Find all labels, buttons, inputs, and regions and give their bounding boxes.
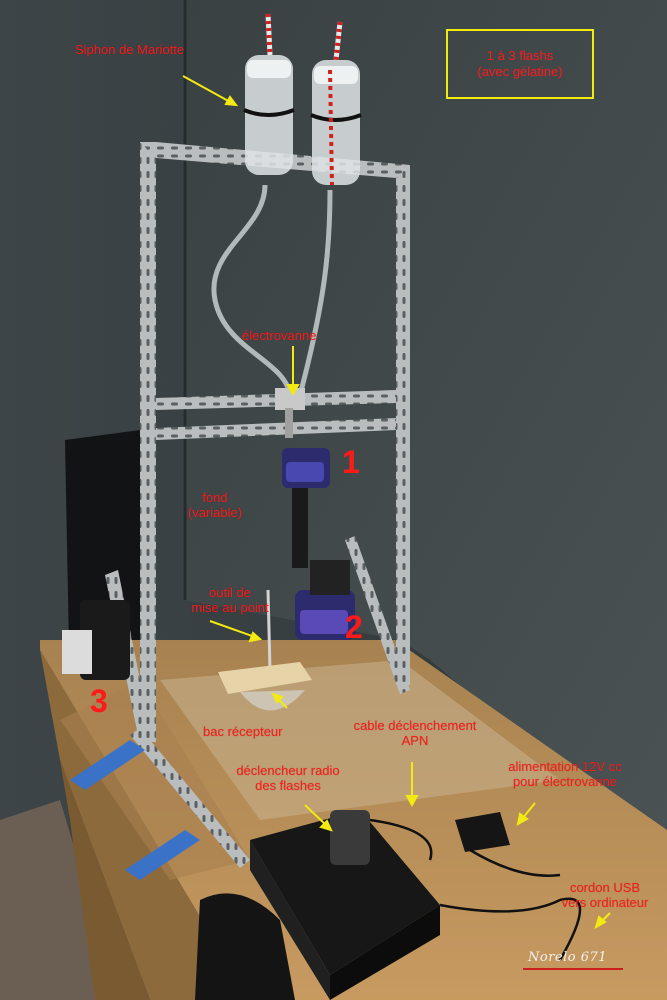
tubes [211, 184, 333, 396]
label-declencheur-line2: des flashes [255, 778, 321, 793]
trigger-box [250, 810, 510, 1000]
focus-tool-and-bowl [218, 589, 312, 711]
flash-units [62, 448, 355, 680]
label-siphon: Siphon de Mariotte [75, 42, 185, 57]
label-cordon-line1: cordon USB [569, 880, 641, 895]
label-alimentation-line1: alimentation 12V cc [508, 759, 622, 774]
label-fond: fond (variable) [180, 490, 250, 520]
label-cordon-line2: vers ordinateur [561, 895, 649, 910]
label-outil-line1: outil de [209, 585, 251, 600]
label-flashes-line1: 1 à 3 flashs [486, 48, 554, 63]
label-outil-line2: mise au point [191, 600, 269, 615]
annotation-arrows [182, 75, 611, 930]
label-declencheur-line1: déclencheur radio [236, 763, 340, 778]
label-electrovanne: électrovanne [242, 328, 317, 343]
label-flashes-line2: (avec gélatine) [477, 64, 563, 79]
label-cordon: cordon USB vers ordinateur [545, 880, 665, 910]
label-cable-line1: cable déclenchement [353, 718, 477, 733]
label-cable: cable déclenchement APN [345, 718, 485, 748]
label-flashes-box: 1 à 3 flashs (avec gélatine) [446, 29, 594, 99]
flash-number-1: 1 [342, 444, 360, 480]
watermark-underline [523, 968, 623, 970]
cables [369, 818, 582, 961]
flash-number-3: 3 [90, 683, 108, 719]
label-outil: outil de mise au point [180, 585, 280, 615]
label-alimentation-line2: pour électrovanne [512, 774, 618, 789]
backpack [195, 893, 295, 1000]
label-fond-line2: (variable) [187, 505, 243, 520]
label-bac: bac récepteur [203, 724, 283, 739]
valve [275, 388, 305, 438]
label-fond-line1: fond [202, 490, 228, 505]
flash-number-2: 2 [345, 609, 363, 645]
watermark: Norelo 671 [528, 950, 608, 965]
mariotte-bottles [243, 13, 362, 186]
label-alimentation: alimentation 12V cc pour électrovanne [495, 759, 635, 789]
label-declencheur: déclencheur radio des flashes [218, 763, 358, 793]
label-cable-line2: APN [401, 733, 429, 748]
clamps [70, 740, 200, 880]
